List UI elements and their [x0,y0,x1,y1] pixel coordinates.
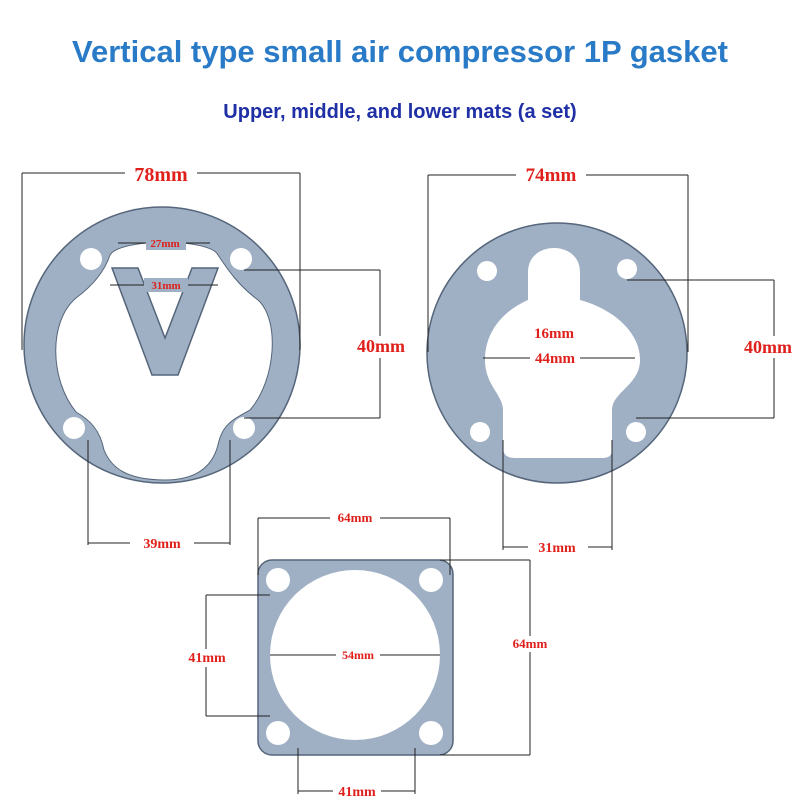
dimensions-upper: 78mm 27mm 31mm 40mm 39mm [21,163,412,553]
dim-lower-horizontal: 41mm [338,785,376,800]
dim-middle-opening: 44mm [535,351,575,367]
dim-middle-vertical: 40mm [744,337,792,357]
gasket-upper-v-web [110,267,220,376]
dim-upper-vertical: 40mm [357,336,405,356]
dim-middle-horizontal: 31mm [538,541,576,556]
dim-middle-outer: 74mm [526,165,577,186]
page-title: Vertical type small air compressor 1P ga… [72,34,728,69]
dimensions-middle: 74mm 16mm 44mm 40mm 31mm [427,164,799,557]
gasket-upper [23,206,301,484]
dimensions-lower: 64mm 64mm 41mm 54mm 41mm [183,510,555,800]
dim-upper-outer: 78mm [134,164,188,186]
dim-lower-bore: 54mm [342,648,374,662]
page-subtitle: Upper, middle, and lower mats (a set) [223,101,577,123]
dim-lower-width: 64mm [338,510,373,525]
dim-upper-inner-mid: 31mm [151,280,180,292]
dim-lower-vertical: 41mm [188,651,226,666]
dim-middle-tab: 16mm [534,326,574,342]
dim-upper-inner-top: 27mm [150,238,179,250]
dim-upper-horizontal: 39mm [143,537,181,552]
dim-lower-height: 64mm [513,636,548,651]
